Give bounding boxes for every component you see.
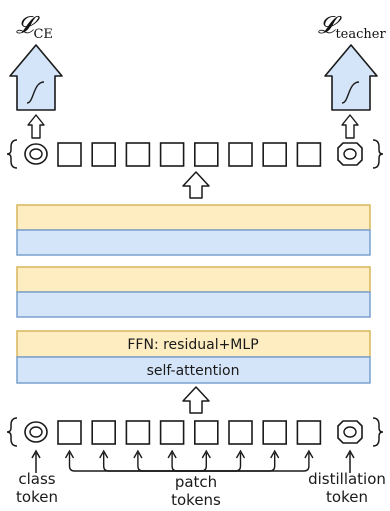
input-up-arrow (182, 386, 210, 414)
patch-token (262, 420, 288, 445)
patch-token (194, 142, 219, 167)
output-class-token (24, 143, 48, 165)
patch-token-input-arrow (196, 453, 310, 472)
distillation-token-inner-ring (343, 148, 357, 160)
layer-3-attention-block (16, 229, 371, 256)
patch-token (296, 142, 322, 167)
distillation-output-up-arrow (341, 114, 359, 139)
layer-2-attention-block (16, 291, 371, 318)
patch-token-input-arrow (103, 453, 196, 472)
patch-token (91, 142, 116, 167)
class-head (9, 44, 63, 111)
patch-token (57, 420, 82, 445)
attention-block-label: self-attention (147, 363, 240, 379)
input-row-right-brace (372, 417, 384, 447)
arrowhead-icon (133, 449, 143, 459)
arrowhead-icon (99, 449, 109, 459)
arrowhead-icon (201, 449, 211, 459)
input-distillation-token (337, 420, 363, 444)
arrowhead-icon (235, 449, 246, 459)
class-token-inner-ring (29, 426, 43, 438)
patch-token-input-arrow (68, 453, 196, 472)
sigmoid-icon (26, 81, 45, 104)
output-token-row (6, 139, 384, 169)
output-row-left-brace (6, 139, 18, 169)
transformer-layer-2 (16, 266, 371, 318)
patch-token (194, 420, 219, 445)
arrowhead-icon (64, 449, 75, 459)
patch-token (228, 142, 253, 167)
arrowhead-icon (167, 449, 177, 459)
patch-tokens-label-line2: tokens (171, 491, 221, 509)
arrowhead-icon (304, 449, 314, 459)
patch-token (296, 420, 322, 445)
patch-token (57, 142, 82, 167)
loss-ce-subscript: CE (33, 27, 52, 42)
class-token-input-arrow (31, 449, 41, 473)
output-patch-tokens (57, 142, 322, 167)
loss-teacher-subscript: teacher (335, 27, 386, 42)
distillation-token-input-arrow (345, 449, 355, 473)
patch-token (91, 420, 116, 445)
distillation-head-arrow-shape (324, 44, 378, 111)
patch-token-input-arrow (137, 453, 196, 472)
patch-token (125, 420, 151, 445)
input-class-token (24, 421, 48, 443)
ffn-block (16, 330, 371, 358)
loss-ce-label: 𝓛CE (16, 11, 53, 42)
class-output-up-arrow (27, 114, 45, 139)
patch-tokens-label-line1: patch (175, 473, 217, 491)
layer-2-ffn-block (16, 266, 371, 293)
patch-token-input-arrows (64, 449, 314, 472)
ffn-block-label: FFN: residual+MLP (127, 337, 258, 353)
class-token-label-line1: class (18, 470, 55, 488)
output-distillation-token (337, 142, 363, 166)
arrowhead-icon (270, 449, 280, 459)
patch-token-input-arrow (171, 453, 196, 472)
class-token-label-line2: token (16, 488, 58, 506)
distillation-head (324, 44, 378, 111)
patch-token (159, 142, 185, 167)
transformer-layer-3 (16, 204, 371, 256)
distillation-token-inner-ring (343, 426, 357, 438)
top-layer-up-arrow (182, 171, 210, 199)
patch-token (262, 142, 288, 167)
class-head-arrow-shape (9, 44, 63, 111)
patch-token (125, 142, 151, 167)
transformer-layer-1: FFN: residual+MLP self-attention (16, 330, 371, 384)
distillation-token-label-line2: token (326, 488, 368, 506)
input-row-left-brace (6, 417, 18, 447)
attention-block (16, 356, 371, 384)
input-patch-tokens (57, 420, 322, 445)
input-token-row (6, 417, 384, 447)
sigmoid-icon (341, 81, 360, 104)
patch-token-input-arrow (196, 453, 276, 472)
patch-token (228, 420, 253, 445)
patch-token-input-arrow (196, 453, 242, 472)
patch-token-input-arrow (196, 453, 207, 472)
layer-3-ffn-block (16, 204, 371, 231)
output-row-right-brace (372, 139, 384, 169)
loss-teacher-label: 𝓛teacher (318, 11, 386, 42)
patch-token (159, 420, 185, 445)
class-token-inner-ring (29, 148, 43, 160)
distillation-token-label-line1: distillation (308, 470, 386, 488)
